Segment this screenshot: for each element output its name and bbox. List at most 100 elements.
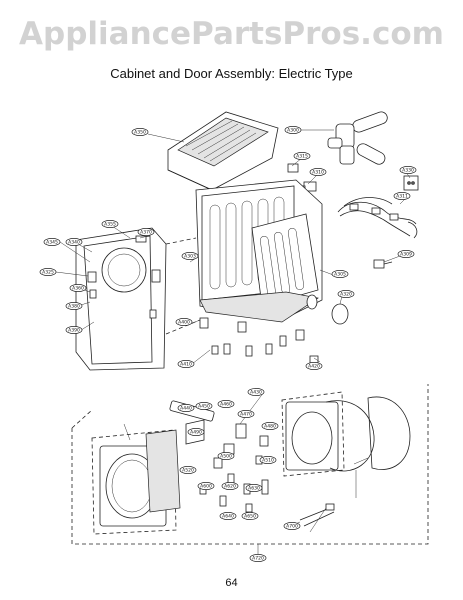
callout-oval (43, 238, 61, 246)
callout-label: A340 (68, 240, 80, 246)
callout-label: A355 (104, 222, 116, 228)
callout-label: A390 (68, 328, 80, 334)
callout-oval (399, 166, 417, 174)
callout-label: A500 (220, 454, 232, 460)
wire-harness (337, 175, 419, 239)
callout-label: A720 (252, 556, 264, 562)
part-callout: A520 (179, 466, 197, 474)
door-assembly-box (71, 384, 429, 545)
watermark: AppliancePartsPros.com (19, 16, 444, 52)
callout-label: A420 (308, 364, 320, 370)
callout-label: A400 (178, 320, 190, 326)
part-callout: A360 (69, 284, 87, 292)
callout-label: A300 (287, 128, 299, 134)
callout-oval (221, 482, 239, 490)
part-callout: A600 (197, 482, 215, 490)
part-callout: A650 (241, 512, 259, 520)
callout-label: A490 (190, 430, 202, 436)
part-callout: A340 (65, 238, 83, 246)
page-title: Cabinet and Door Assembly: Electric Type (110, 66, 353, 81)
part-callout: A440 (177, 404, 195, 412)
callout-oval (179, 466, 197, 474)
part-callout: A620 (221, 482, 239, 490)
part-callout: A309 (397, 250, 415, 258)
callout-oval (331, 270, 349, 278)
callout-label: A640 (222, 514, 234, 520)
callout-oval (283, 522, 301, 530)
outer-door (91, 429, 181, 535)
part-callout: A470 (237, 410, 255, 418)
callout-label: A380 (68, 304, 80, 310)
callout-oval (219, 512, 237, 520)
callout-oval (101, 220, 119, 228)
callout-oval (187, 428, 205, 436)
callout-label: A630 (248, 486, 260, 492)
part-callout: A315 (293, 152, 311, 160)
callout-label: A440 (180, 406, 192, 412)
callout-label: A620 (224, 484, 236, 490)
callout-label: A520 (182, 468, 194, 474)
part-callout: A345 (43, 238, 61, 246)
callout-oval (337, 290, 355, 298)
part-callout: A355 (101, 220, 119, 228)
callout-oval (195, 402, 213, 410)
callout-label: A345 (46, 240, 58, 246)
page-number: 64 (225, 577, 238, 589)
callout-oval (259, 456, 277, 464)
part-callout: A305 (331, 270, 349, 278)
part-callout: A380 (65, 302, 83, 310)
callout-label: A309 (400, 252, 412, 258)
callout-label: A350 (134, 130, 146, 136)
callout-oval (245, 484, 263, 492)
callout-label: A650 (244, 514, 256, 520)
duct-assembly (327, 111, 388, 165)
callout-label: A310 (312, 170, 324, 176)
part-callout: A311 (393, 192, 411, 200)
callout-label: A360 (72, 286, 84, 292)
power-cord (373, 259, 393, 269)
inner-door (281, 391, 411, 477)
callout-oval (397, 250, 415, 258)
callout-label: A311 (396, 194, 408, 200)
part-callout: A350 (131, 128, 149, 136)
callout-oval (261, 422, 279, 430)
part-callout: A640 (219, 512, 237, 520)
part-callout: A460 (217, 400, 235, 408)
callout-label: A510 (262, 458, 274, 464)
callout-label: A320 (340, 292, 352, 298)
callout-label: A480 (264, 424, 276, 430)
callout-label: A330 (402, 168, 414, 174)
callout-label: A325 (42, 270, 54, 276)
callout-oval (65, 326, 83, 334)
part-callout: A320 (337, 290, 355, 298)
part-callout: A480 (261, 422, 279, 430)
callout-oval (217, 452, 235, 460)
callout-oval (197, 482, 215, 490)
callout-oval (237, 410, 255, 418)
cabinet (195, 179, 323, 323)
part-callout: A490 (187, 428, 205, 436)
callout-oval (309, 168, 327, 176)
callout-label: A470 (240, 412, 252, 418)
part-callout: A500 (217, 452, 235, 460)
callout-oval (241, 512, 259, 520)
callout-label: A460 (220, 402, 232, 408)
callout-oval (65, 302, 83, 310)
callout-oval (305, 362, 323, 370)
callout-label: A430 (250, 390, 262, 396)
part-callout: A630 (245, 484, 263, 492)
callout-oval (65, 238, 83, 246)
callout-label: A450 (198, 404, 210, 410)
callout-label: A305 (334, 272, 346, 278)
callout-oval (284, 126, 302, 134)
callout-label: A370 (140, 230, 152, 236)
part-callout: A720 (249, 554, 267, 562)
part-callout: A330 (399, 166, 417, 174)
leveling-legs (199, 317, 319, 367)
part-callout: A410 (177, 360, 195, 368)
callout-oval (217, 400, 235, 408)
door-switch-wires (299, 503, 335, 527)
callout-label: A700 (286, 524, 298, 530)
